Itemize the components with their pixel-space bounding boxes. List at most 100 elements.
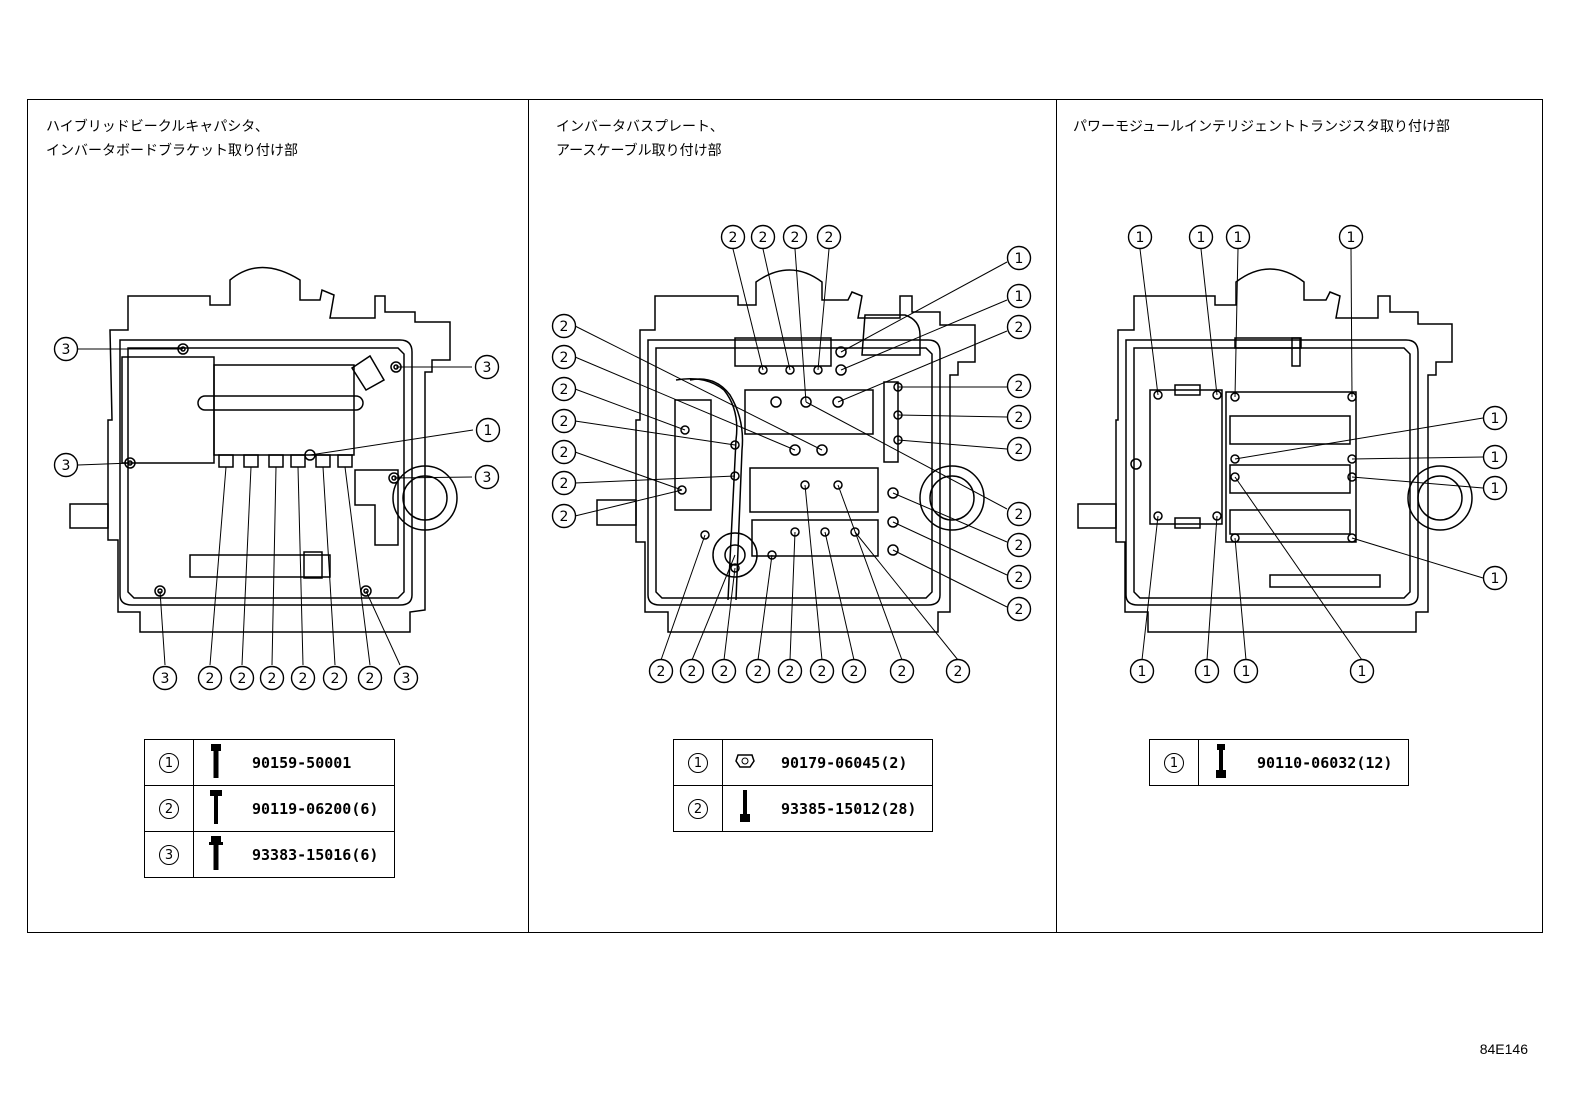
panel1-legend: 1 90159-50001 2 90119-06200(6) 3 93383-1… — [144, 739, 396, 878]
callout-3: 3 — [152, 665, 178, 691]
panel3-title-line1: パワーモジュールインテリジェントトランジスタ取り付け部 — [1073, 119, 1451, 135]
flange-bolt-icon — [209, 835, 223, 870]
svg-text:1: 1 — [1197, 230, 1206, 246]
svg-text:3: 3 — [161, 671, 170, 687]
callout-number: 1 — [1164, 753, 1184, 774]
svg-text:2: 2 — [560, 319, 569, 335]
svg-text:2: 2 — [1015, 379, 1024, 395]
callout-2: 2 — [679, 658, 705, 684]
callout-2: 2 — [711, 658, 737, 684]
callout-2: 2 — [551, 503, 577, 529]
bolt-icon — [210, 789, 222, 824]
svg-text:2: 2 — [1015, 507, 1024, 523]
svg-text:3: 3 — [483, 470, 492, 486]
panel3-legend: 1 90110-06032(12) — [1149, 739, 1410, 786]
part-number: 90119-06200(6) — [238, 785, 396, 832]
svg-text:2: 2 — [1015, 320, 1024, 336]
callout-2: 2 — [889, 658, 915, 684]
svg-text:2: 2 — [791, 230, 800, 246]
hex-bolt-icon — [211, 743, 221, 778]
callout-2: 2 — [1006, 436, 1032, 462]
svg-text:1: 1 — [1491, 481, 1500, 497]
callout-2: 2 — [1006, 373, 1032, 399]
svg-text:3: 3 — [62, 458, 71, 474]
svg-text:1: 1 — [1491, 411, 1500, 427]
panel1-title-line2: インバータボードブラケット取り付け部 — [46, 143, 298, 159]
panel1-title: ハイブリッドビークルキャパシタ、 インバータボードブラケット取り付け部 — [46, 115, 298, 163]
callout-3: 3 — [393, 665, 419, 691]
panel-divider-1 — [528, 99, 529, 933]
svg-text:1: 1 — [1138, 664, 1147, 680]
svg-text:1: 1 — [1491, 450, 1500, 466]
svg-text:1: 1 — [1234, 230, 1243, 246]
panel-divider-2 — [1056, 99, 1057, 933]
panel3-leaders — [1139, 248, 1484, 661]
callout-2: 2 — [322, 665, 348, 691]
callout-3: 3 — [474, 354, 500, 380]
svg-text:1: 1 — [1015, 251, 1024, 267]
svg-text:2: 2 — [238, 671, 247, 687]
svg-text:1: 1 — [1136, 230, 1145, 246]
svg-text:2: 2 — [560, 509, 569, 525]
part-number: 90179-06045(2) — [767, 739, 934, 786]
svg-text:3: 3 — [62, 342, 71, 358]
callout-1: 1 — [475, 417, 501, 443]
panel1-title-line1: ハイブリッドビークルキャパシタ、 — [46, 119, 269, 135]
nut-icon — [735, 753, 755, 768]
svg-text:3: 3 — [402, 671, 411, 687]
svg-text:1: 1 — [1358, 664, 1367, 680]
callout-2: 2 — [782, 224, 808, 250]
svg-text:2: 2 — [657, 664, 666, 680]
callout-number: 1 — [688, 753, 708, 774]
svg-text:2: 2 — [720, 664, 729, 680]
callout-3: 3 — [474, 464, 500, 490]
callout-1: 1 — [1482, 475, 1508, 501]
callout-2: 2 — [777, 658, 803, 684]
callout-2: 2 — [1006, 596, 1032, 622]
callout-2: 2 — [816, 224, 842, 250]
callout-2: 2 — [745, 658, 771, 684]
svg-text:1: 1 — [1203, 664, 1212, 680]
callout-number: 3 — [159, 845, 179, 866]
panel2-inverter-housing — [596, 269, 985, 633]
svg-text:2: 2 — [1015, 442, 1024, 458]
callout-2: 2 — [551, 344, 577, 370]
callout-2: 2 — [1006, 532, 1032, 558]
part-number: 90110-06032(12) — [1243, 739, 1410, 786]
svg-text:2: 2 — [825, 230, 834, 246]
svg-text:2: 2 — [560, 350, 569, 366]
svg-text:2: 2 — [1015, 538, 1024, 554]
panel2-legend: 1 90179-06045(2) 2 93385-15012(28) — [673, 739, 934, 832]
svg-text:2: 2 — [1015, 570, 1024, 586]
svg-text:2: 2 — [268, 671, 277, 687]
callout-1: 1 — [1482, 405, 1508, 431]
svg-text:2: 2 — [560, 414, 569, 430]
part-number: 93383-15016(6) — [238, 831, 396, 878]
svg-text:2: 2 — [331, 671, 340, 687]
callout-1: 1 — [1127, 224, 1153, 250]
svg-text:2: 2 — [898, 664, 907, 680]
callout-number: 1 — [159, 753, 179, 774]
callout-2: 2 — [809, 658, 835, 684]
panel2-title: インバータバスプレート、 アースケーブル取り付け部 — [556, 115, 724, 163]
svg-text:2: 2 — [954, 664, 963, 680]
svg-text:1: 1 — [1242, 664, 1251, 680]
callout-2: 2 — [290, 665, 316, 691]
svg-text:2: 2 — [560, 445, 569, 461]
callout-2: 2 — [1006, 501, 1032, 527]
callout-2: 2 — [1006, 404, 1032, 430]
panel2-title-line2: アースケーブル取り付け部 — [556, 143, 722, 159]
callout-1: 1 — [1233, 658, 1259, 684]
callout-1: 1 — [1194, 658, 1220, 684]
panel2-leaders — [574, 248, 1008, 661]
callout-3: 3 — [53, 452, 79, 478]
callout-2: 2 — [551, 408, 577, 434]
panel3-bolts — [1153, 390, 1357, 543]
svg-text:2: 2 — [818, 664, 827, 680]
legend-row: 1 90179-06045(2) — [673, 739, 934, 786]
svg-text:2: 2 — [759, 230, 768, 246]
svg-text:1: 1 — [1347, 230, 1356, 246]
callout-2: 2 — [750, 224, 776, 250]
